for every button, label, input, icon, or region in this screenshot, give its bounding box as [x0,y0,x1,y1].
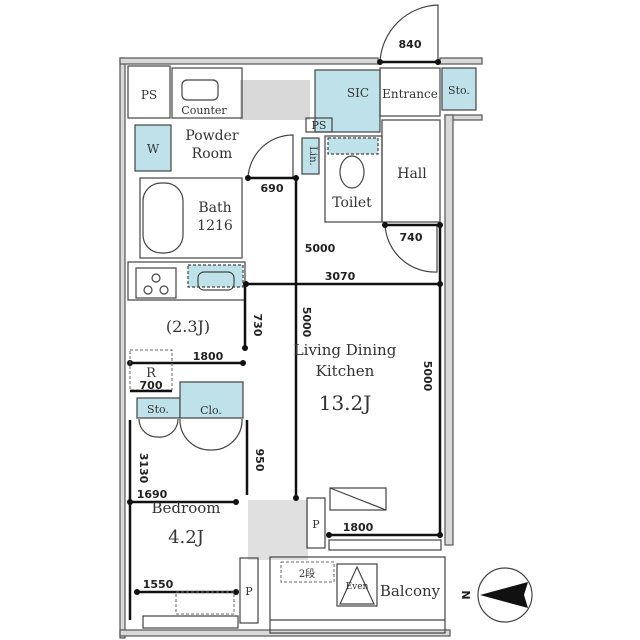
svg-text:950: 950 [253,449,266,472]
svg-text:Hall: Hall [397,166,427,182]
svg-text:730: 730 [251,314,264,337]
svg-text:Bedroom: Bedroom [152,499,221,517]
door-swing-icon [384,224,438,273]
ldk: 690 5000 5000 3070 5000 Living Dining Ki… [243,175,443,551]
svg-text:Living Dining: Living Dining [294,341,397,359]
svg-text:1800: 1800 [193,350,224,363]
svg-text:Bath: Bath [198,200,231,216]
svg-text:Kitchen: Kitchen [316,362,375,380]
svg-text:1690: 1690 [137,488,168,501]
svg-text:690: 690 [261,182,284,195]
bedroom-storage: Sto. Clo. [136,381,244,451]
svg-text:Entrance: Entrance [382,87,438,101]
svg-text:1216: 1216 [197,218,233,234]
counter: Counter [171,67,243,119]
ps-top-left: PS [127,65,171,119]
bath: Bath 1216 [139,177,243,259]
ladder-icon [280,561,335,583]
svg-text:Sto.: Sto. [448,84,470,97]
svg-text:3070: 3070 [325,270,356,283]
svg-text:Balcony: Balcony [380,582,441,600]
balcony: 2段 Even Balcony [269,556,446,634]
entrance-door: 840 [377,4,441,65]
svg-text:740: 740 [400,231,423,244]
svg-text:PS: PS [312,119,327,132]
svg-text:P: P [312,518,320,531]
svg-text:Counter: Counter [181,104,227,117]
svg-text:Powder: Powder [185,128,239,144]
ac-unit-icon [329,487,387,511]
pipe-spaces: P P [239,497,326,624]
outer-walls [119,57,483,639]
svg-text:R: R [146,366,157,381]
powder-room: Powder Room [185,128,294,179]
svg-text:2段: 2段 [299,567,315,580]
svg-text:N: N [459,590,472,599]
svg-text:5000: 5000 [421,361,434,392]
ldk-window [328,539,442,551]
svg-text:13.2J: 13.2J [319,391,372,415]
compass: N [459,567,533,623]
entrance-storage: Sto. [441,67,477,111]
sic: SIC [314,69,381,133]
stove-icon [135,267,177,299]
svg-text:(2.3J): (2.3J) [166,317,210,336]
svg-text:4.2J: 4.2J [168,527,204,548]
toilet: Toilet [324,135,383,223]
svg-text:840: 840 [399,38,422,51]
svg-text:700: 700 [140,379,163,392]
svg-text:PS: PS [141,88,157,102]
svg-text:1800: 1800 [343,521,374,534]
toilet-icon [339,155,365,189]
svg-text:1550: 1550 [143,578,174,591]
svg-text:Clo.: Clo. [200,404,222,417]
ps-center: PS [305,117,333,133]
svg-text:Toilet: Toilet [332,195,372,211]
basin-icon [181,79,219,101]
svg-text:P: P [245,585,253,598]
svg-text:Even: Even [346,582,369,592]
svg-text:SIC: SIC [347,86,369,100]
north-arrow-icon [480,582,528,608]
reserve-space: R 700 [129,349,173,393]
evacuation-hatch [336,563,378,607]
svg-text:Lin.: Lin. [307,146,318,165]
bed-outline [175,591,235,615]
entrance: Entrance [379,67,441,117]
bathtub-icon [142,182,184,254]
svg-text:Sto.: Sto. [147,403,169,416]
bedroom-window [142,615,239,629]
washer-space: W [134,124,172,172]
svg-text:5000: 5000 [305,242,336,255]
bedroom: 3130 950 1690 Bedroom 4.2J 1550 [127,420,266,629]
linen: Lin. [301,137,320,175]
sink-icon [197,271,235,291]
door-swing-icon [247,134,294,179]
svg-text:W: W [147,142,160,156]
kitchen-dims: 730 1800 [127,283,264,366]
kitchen-counter: (2.3J) [127,261,246,336]
svg-text:5000: 5000 [300,307,313,338]
closet-door-icon [138,418,243,451]
svg-text:3130: 3130 [137,453,150,484]
svg-text:Room: Room [192,146,233,162]
hall: Hall 740 [381,119,443,273]
